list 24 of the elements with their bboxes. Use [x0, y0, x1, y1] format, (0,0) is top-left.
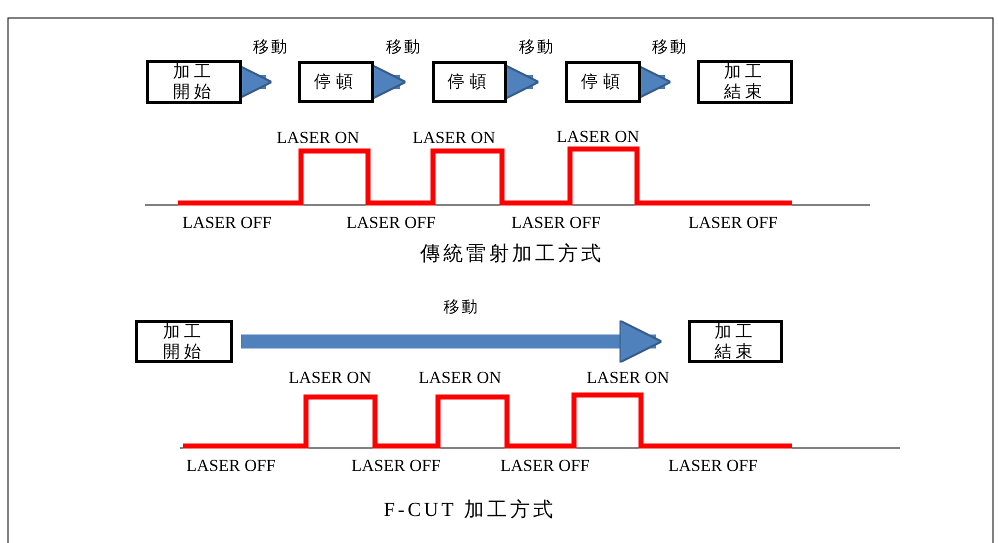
state-label: LASER OFF — [500, 456, 590, 476]
state-label: LASER ON — [412, 128, 496, 148]
state-label: LASER OFF — [346, 213, 436, 233]
process-box: 加工開始 — [146, 60, 242, 104]
process-box: 加工開始 — [135, 320, 233, 363]
process-box: 加工結束 — [697, 60, 793, 104]
process-box: 停頓 — [565, 61, 641, 103]
process-box: 停頓 — [432, 61, 507, 103]
state-label: LASER OFF — [688, 213, 778, 233]
process-box: 停頓 — [298, 61, 374, 103]
state-label: LASER ON — [288, 368, 372, 388]
state-label: LASER ON — [586, 368, 670, 388]
process-box: 加工結束 — [688, 320, 783, 363]
state-label: LASER OFF — [511, 213, 601, 233]
state-label: LASER ON — [556, 127, 640, 147]
state-label: LASER OFF — [186, 456, 276, 476]
state-label: LASER ON — [276, 128, 360, 148]
block-arrow — [241, 319, 663, 364]
state-label: LASER OFF — [351, 456, 441, 476]
caption: 傳統雷射加工方式 — [420, 242, 604, 267]
state-label: LASER OFF — [182, 213, 272, 233]
state-label: LASER ON — [418, 368, 502, 388]
caption: F-CUT 加工方式 — [384, 498, 556, 523]
state-label: LASER OFF — [668, 456, 758, 476]
